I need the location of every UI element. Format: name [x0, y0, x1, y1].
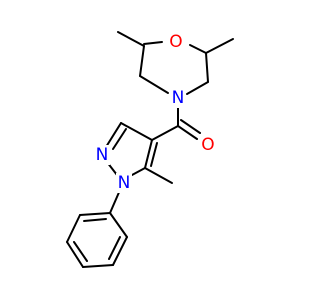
bond — [150, 142, 158, 167]
bond — [66, 214, 81, 243]
pyrazole-n1-label: N — [118, 173, 131, 193]
bond — [112, 128, 127, 150]
bond — [83, 218, 107, 222]
bond — [139, 75, 169, 94]
atom-label-bg — [116, 173, 132, 193]
bond — [144, 139, 153, 169]
bond — [82, 264, 114, 268]
bond — [79, 212, 111, 216]
atom-label-bg — [94, 145, 110, 165]
bond — [205, 38, 234, 54]
bond — [105, 122, 122, 148]
bond — [143, 41, 163, 45]
bond — [108, 236, 121, 260]
bonds — [66, 31, 234, 268]
morpholine-nitrogen-label: N — [172, 88, 185, 108]
bond — [177, 125, 198, 140]
morpholine-oxygen-label: O — [169, 32, 182, 52]
bond — [131, 167, 146, 176]
bond — [117, 31, 145, 47]
atom-label-bg — [170, 88, 186, 108]
bond — [144, 167, 173, 184]
bond — [109, 212, 128, 238]
bond — [73, 241, 88, 262]
bond — [120, 122, 153, 141]
bond — [112, 236, 128, 266]
atom-label-bg — [168, 32, 184, 52]
atom-label-bg — [200, 135, 216, 155]
bond — [66, 241, 84, 268]
bond — [109, 189, 121, 214]
carbonyl-oxygen-label: O — [201, 135, 214, 155]
molecule-structure-diagram: O N O N N — [66, 31, 234, 268]
bond — [186, 81, 209, 95]
pyrazole-n2-label: N — [96, 145, 109, 165]
bond — [180, 119, 201, 134]
bond — [189, 44, 207, 54]
bond — [139, 45, 145, 77]
atom-labels: O N O N N — [94, 32, 216, 193]
bond — [205, 52, 209, 83]
bond — [151, 125, 179, 141]
